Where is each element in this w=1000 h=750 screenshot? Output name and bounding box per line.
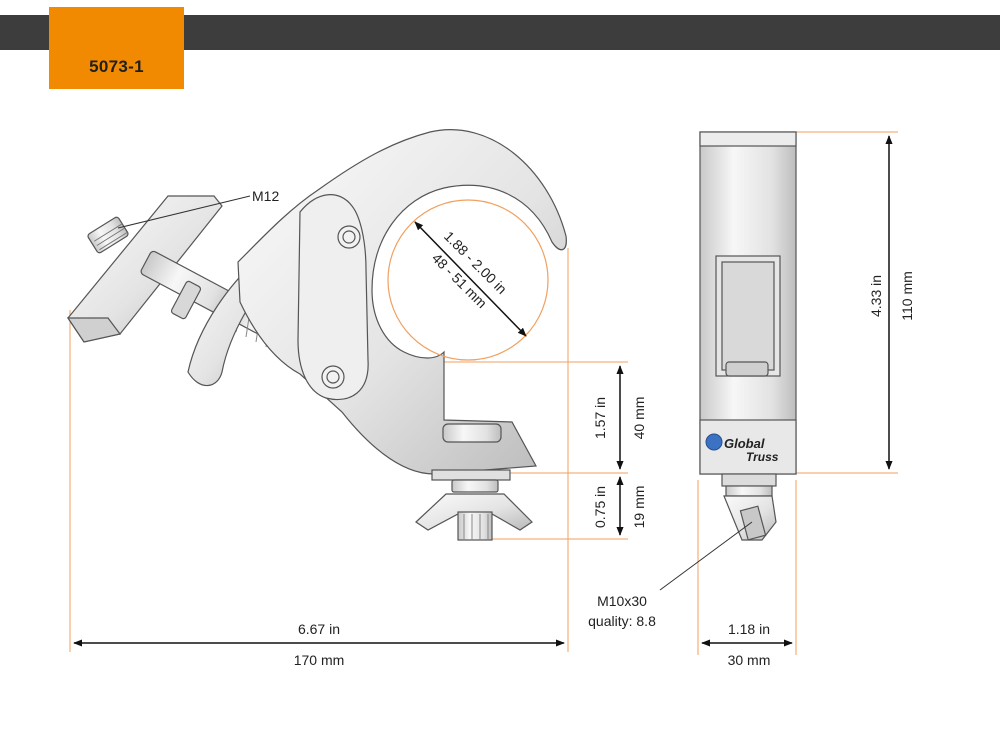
tube-dimension-line — [414, 221, 527, 337]
nut-dim-in: 0.75 in — [592, 486, 608, 528]
length-dim-in: 6.67 in — [298, 621, 340, 637]
jaw-dim-in: 1.57 in — [592, 397, 608, 439]
bolt-leader — [659, 521, 753, 591]
logo-text-truss: Truss — [746, 450, 779, 464]
bolt-label-quality: quality: 8.8 — [588, 613, 656, 629]
logo-text-global: Global — [724, 436, 765, 451]
width-dim-in: 1.18 in — [728, 621, 770, 637]
length-dim-mm: 170 mm — [294, 652, 345, 668]
width-dim-mm: 30 mm — [728, 652, 771, 668]
m12-leader — [117, 195, 251, 229]
part-number-tab: 5073-1 — [49, 7, 184, 89]
nut-dim-mm: 19 mm — [631, 486, 647, 529]
clamp-side-view — [66, 129, 567, 541]
height-dim-in: 4.33 in — [868, 275, 884, 317]
clamp-front-view — [699, 131, 797, 541]
part-number: 5073-1 — [89, 57, 144, 76]
jaw-dim-mm: 40 mm — [631, 397, 647, 440]
height-dim-mm: 110 mm — [899, 271, 915, 321]
global-truss-logo: Global Truss — [705, 433, 779, 464]
tube-outline — [387, 199, 549, 361]
bolt-label-size: M10x30 — [597, 593, 647, 609]
m12-label: M12 — [252, 188, 279, 204]
